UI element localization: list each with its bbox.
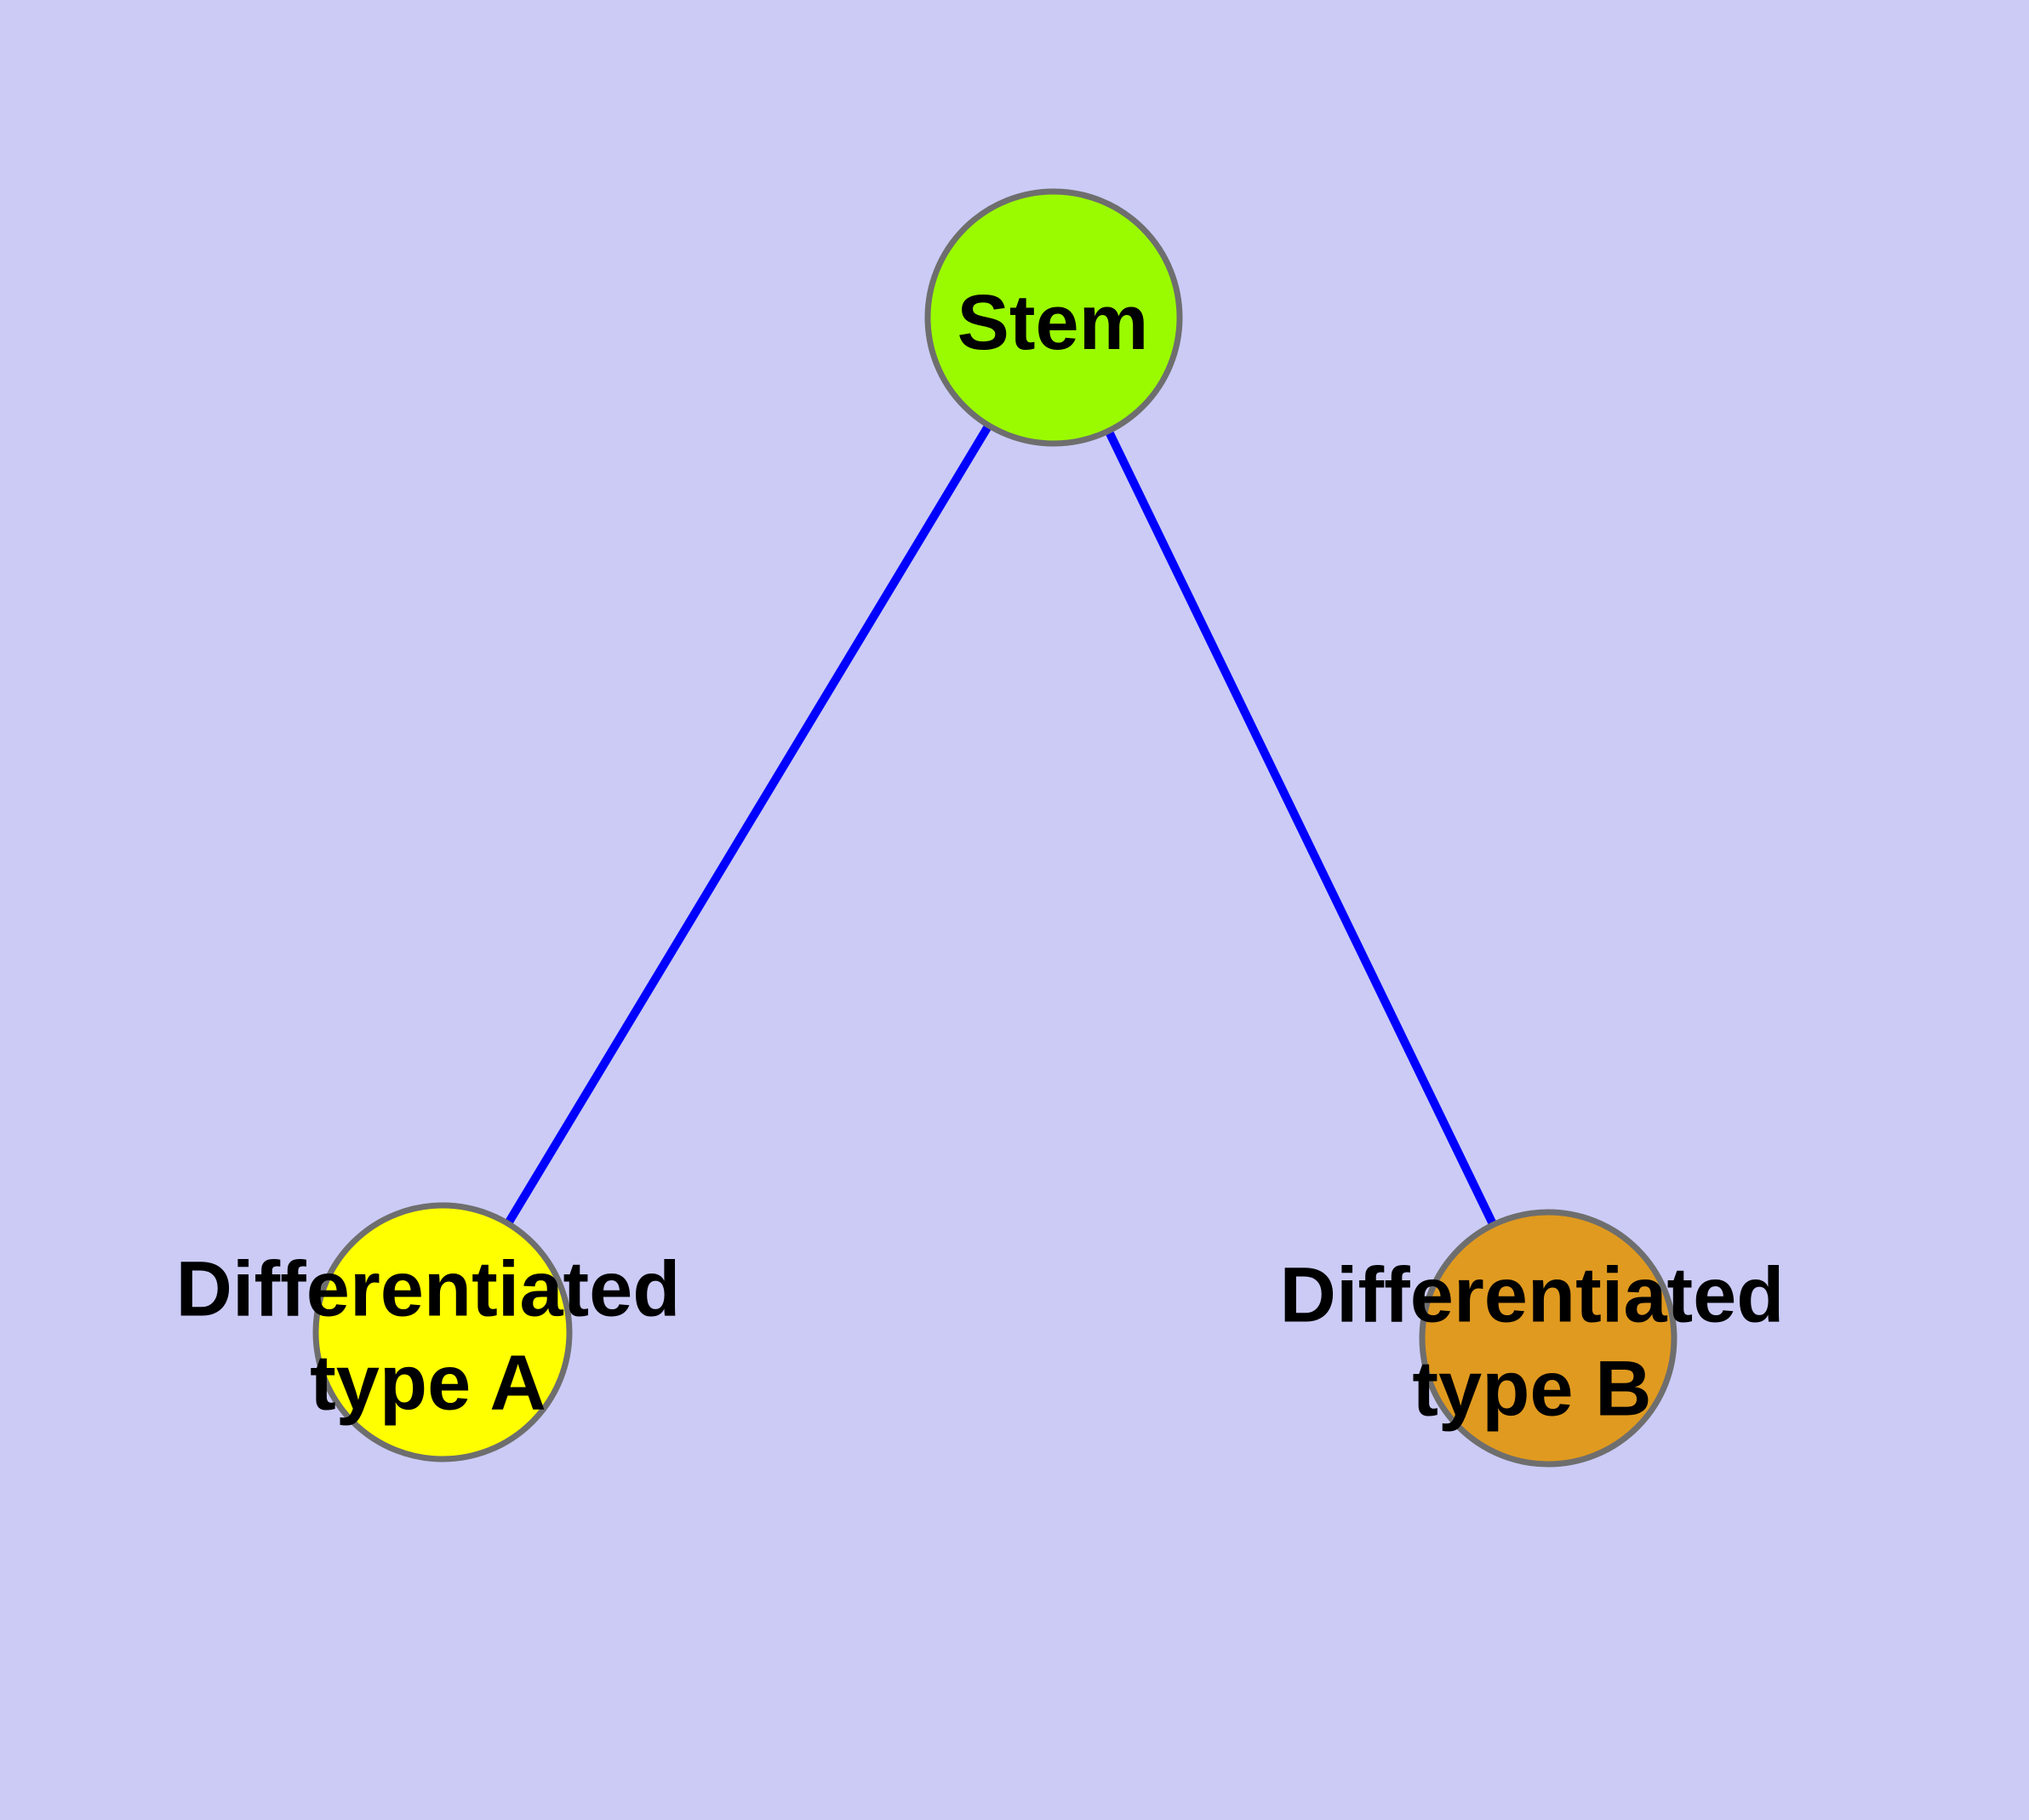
node-type-a-label: Differentiated type A xyxy=(175,1245,681,1427)
node-type-b-circle xyxy=(1419,1209,1677,1468)
node-stem-label: Stem xyxy=(957,278,1149,366)
edge-stem-to-type-a xyxy=(438,315,1058,1335)
edge-stem-to-type-b xyxy=(1049,315,1552,1341)
node-type-a-circle xyxy=(312,1202,573,1462)
node-stem-circle xyxy=(924,188,1183,447)
node-type-b-label: Differentiated type B xyxy=(1279,1251,1785,1433)
